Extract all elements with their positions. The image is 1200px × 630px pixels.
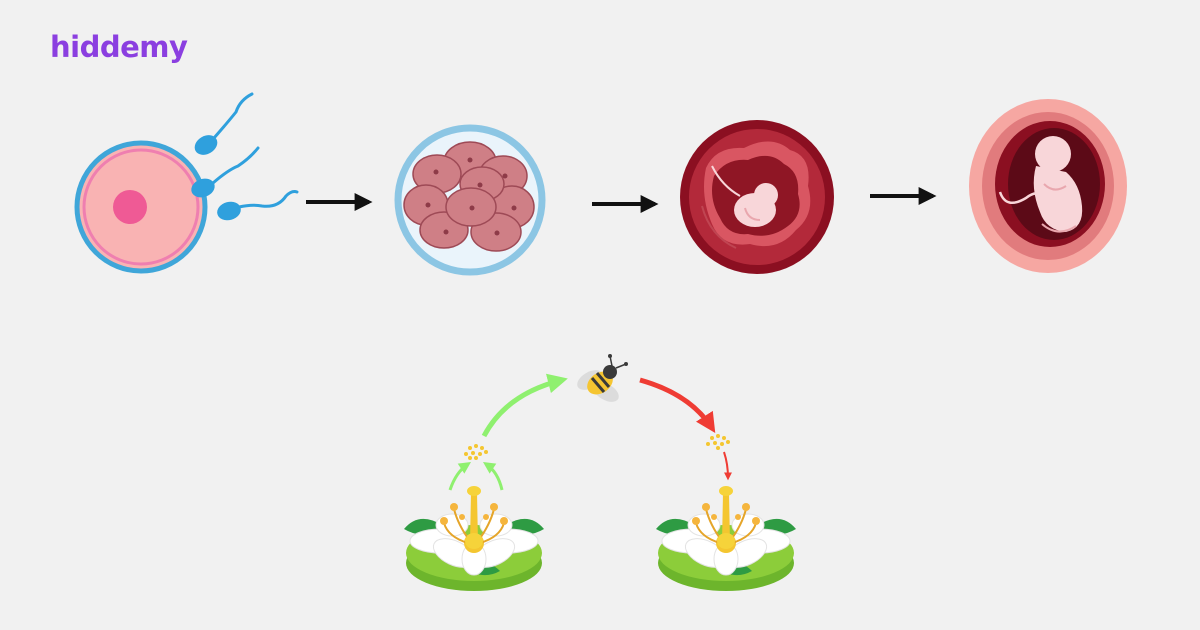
stage1-egg-with-sperm-icon	[74, 92, 299, 274]
pollen-to-bee-arrow	[481, 373, 568, 438]
bee-icon	[577, 354, 628, 402]
pollen-drop-arrow	[723, 451, 732, 481]
pollen-cluster	[464, 444, 488, 460]
pollen-rise-arrow	[483, 462, 504, 491]
brand-logo: hiddemy	[50, 30, 188, 64]
bee-to-flower-arrow	[639, 377, 716, 434]
pollen-cluster	[706, 434, 730, 450]
stage3-embryo-in-uterus-icon	[680, 120, 834, 274]
stage2-cell-cluster-icon	[394, 124, 546, 276]
flower-icon	[655, 485, 797, 592]
pollination-diagram	[403, 354, 797, 592]
flower-icon	[403, 485, 545, 592]
stage4-fetus-in-womb-icon	[969, 99, 1127, 273]
pollen-rise-arrow	[448, 462, 471, 491]
